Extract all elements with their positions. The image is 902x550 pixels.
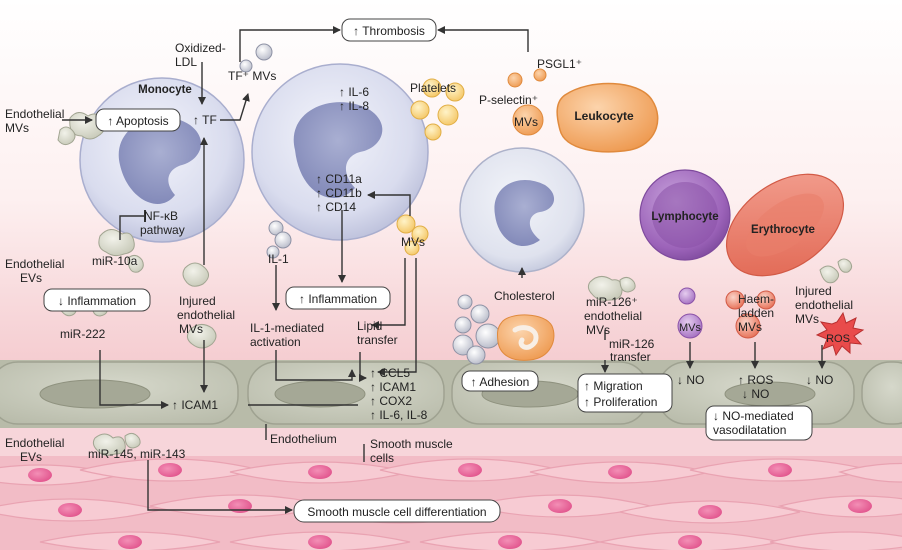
erythrocyte-cell [725,173,845,277]
box-inflammation-down: ↓ Inflammation [43,288,151,312]
svg-text:cells: cells [370,451,394,465]
svg-text:MVs: MVs [401,235,425,249]
svg-text:activation: activation [250,335,301,349]
svg-text:MVs: MVs [738,320,762,334]
svg-text:MVs: MVs [795,312,819,326]
svg-text:MVs: MVs [179,322,203,336]
svg-text:transfer: transfer [610,350,651,364]
box-vasodilatation: ↓ NO-mediated vasodilatation [705,405,813,441]
lymphocyte-label: Lymphocyte [651,211,718,223]
svg-text:↑ Adhesion: ↑ Adhesion [471,375,530,389]
svg-text:↑ CD14: ↑ CD14 [316,200,356,214]
svg-text:↑ IL-8: ↑ IL-8 [339,99,369,113]
svg-text:miR-10a: miR-10a [92,254,138,268]
svg-text:↓ NO: ↓ NO [677,373,704,387]
svg-text:Platelets: Platelets [410,81,456,95]
lymphocyte-cell [639,169,731,261]
svg-text:transfer: transfer [357,333,398,347]
svg-text:Smooth muscle cell differentia: Smooth muscle cell differentiation [307,505,486,519]
svg-text:Smooth muscle: Smooth muscle [370,437,453,451]
svg-text:↑ TF: ↑ TF [193,113,217,127]
svg-text:P-selectin⁺: P-selectin⁺ [479,93,538,107]
haem-mvs [725,290,776,339]
box-adhesion: ↑ Adhesion [461,370,539,392]
box-inflammation-up: ↑ Inflammation [285,286,391,310]
monocyte-cell-2 [251,63,429,241]
svg-text:miR-222: miR-222 [60,327,106,341]
svg-text:PSGL1⁺: PSGL1⁺ [537,57,582,71]
svg-text:↑ ICAM1: ↑ ICAM1 [172,398,218,412]
free-labels: Oxidized- LDL TF⁺ MVs PSGL1⁺ Platelets P… [5,41,853,465]
svg-text:LDL: LDL [175,55,197,69]
svg-text:Injured: Injured [179,294,216,308]
svg-text:EVs: EVs [20,450,42,464]
svg-text:Injured: Injured [795,284,832,298]
svg-text:vasodilatation: vasodilatation [713,423,786,437]
erythrocyte-label: Erythrocyte [751,224,815,236]
svg-text:MVs: MVs [514,115,538,129]
svg-text:↑ ROS: ↑ ROS [738,373,773,387]
svg-text:Endothelial: Endothelial [5,436,64,450]
svg-text:Endothelium: Endothelium [270,432,337,446]
svg-text:pathway: pathway [140,223,185,237]
svg-text:↓ NO-mediated: ↓ NO-mediated [713,409,794,423]
svg-text:↑ Migration: ↑ Migration [584,379,643,393]
grey-mvs [239,43,501,365]
svg-text:Lipid: Lipid [357,319,382,333]
svg-text:IL-1: IL-1 [268,252,289,266]
adherent-monocyte [497,314,555,361]
svg-text:↑ IL-6, IL-8: ↑ IL-6, IL-8 [370,408,428,422]
monocyte-label: Monocyte [138,84,192,96]
neutrophil-cell [459,147,585,273]
leukocyte-label: Leukocyte [574,109,634,123]
svg-text:Endothelial: Endothelial [5,107,64,121]
svg-text:MVs: MVs [5,121,29,135]
box-thrombosis: ↑ Thrombosis [341,18,437,42]
svg-text:↑ CD11b: ↑ CD11b [316,186,362,200]
svg-text:miR-126: miR-126 [609,337,655,351]
svg-text:↑ Apoptosis: ↑ Apoptosis [107,114,168,128]
svg-text:↓ NO: ↓ NO [806,373,833,387]
svg-text:↑ IL-6: ↑ IL-6 [339,85,369,99]
ros-burst-icon [815,311,865,357]
svg-text:↑ ICAM1: ↑ ICAM1 [370,380,416,394]
svg-text:↓ Inflammation: ↓ Inflammation [58,294,136,308]
svg-text:MVs: MVs [679,322,702,334]
svg-text:Cholesterol: Cholesterol [494,289,555,303]
box-apoptosis: ↑ Apoptosis [95,108,181,132]
svg-text:endothelial: endothelial [795,298,853,312]
svg-text:Oxidized-: Oxidized- [175,41,226,55]
svg-text:↑ CD11a: ↑ CD11a [316,172,362,186]
svg-text:NF-κB: NF-κB [144,209,178,223]
svg-text:MVs: MVs [586,323,610,337]
svg-text:EVs: EVs [20,271,42,285]
connector-lines [62,26,826,514]
svg-text:↑ Thrombosis: ↑ Thrombosis [353,24,425,38]
lymphocyte-mvs [677,287,703,339]
svg-text:↓ NO: ↓ NO [742,387,769,401]
svg-text:IL-1-mediated: IL-1-mediated [250,321,324,335]
yellow-mvs [396,214,429,256]
ros-burst-label: ROS [826,333,850,345]
leukocyte-cell [556,82,659,153]
endothelial-mv-blobs [57,112,853,456]
svg-text:↑ CCL5: ↑ CCL5 [370,366,410,380]
svg-text:endothelial: endothelial [584,309,642,323]
svg-text:ladden: ladden [738,306,774,320]
svg-text:↑ Proliferation: ↑ Proliferation [584,395,657,409]
platelets [410,78,465,141]
svg-text:miR-126⁺: miR-126⁺ [586,295,638,309]
svg-text:endothelial: endothelial [177,308,235,322]
svg-text:Haem-: Haem- [738,292,774,306]
svg-text:↑ Inflammation: ↑ Inflammation [299,292,377,306]
svg-text:Endothelial: Endothelial [5,257,64,271]
box-migration: ↑ Migration ↑ Proliferation [577,373,673,413]
leukocyte-mvs [507,68,547,136]
svg-text:TF⁺ MVs: TF⁺ MVs [228,69,276,83]
box-smc-differentiation: Smooth muscle cell differentiation [293,499,501,523]
svg-text:miR-145, miR-143: miR-145, miR-143 [88,447,186,461]
svg-text:↑ COX2: ↑ COX2 [370,394,412,408]
